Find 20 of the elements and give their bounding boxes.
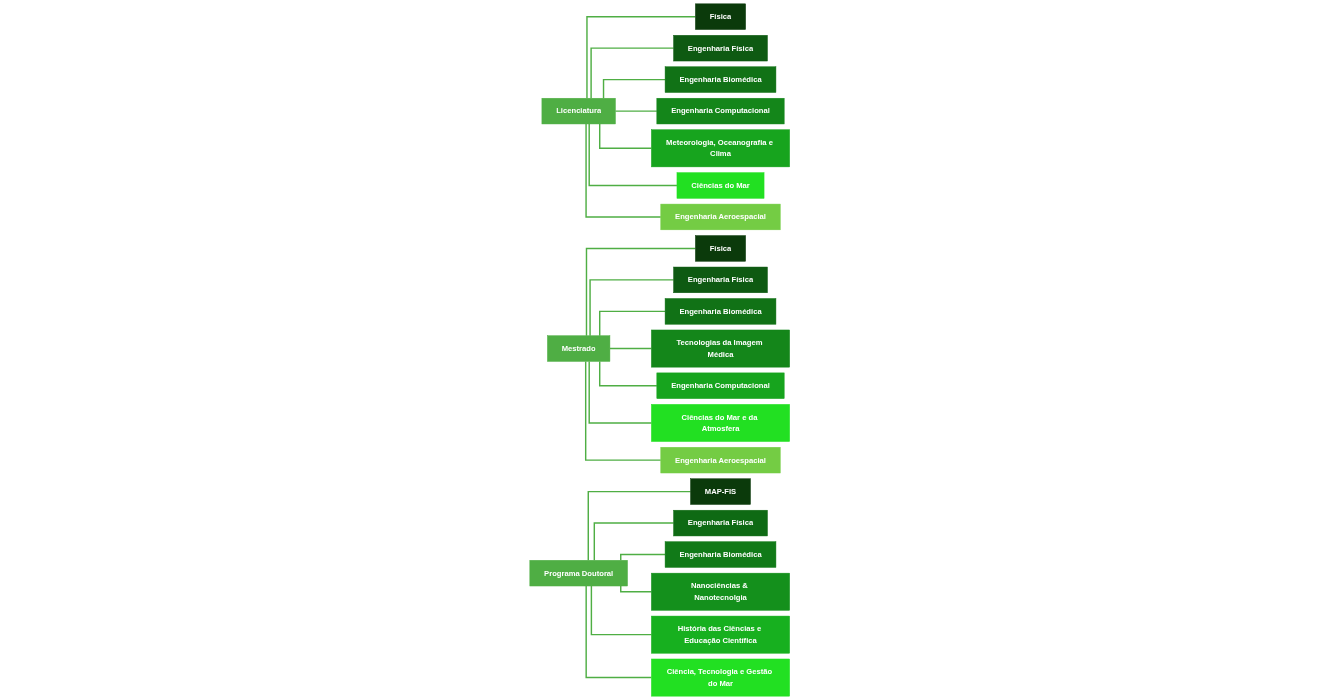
connector (590, 585, 652, 636)
connector (602, 78, 666, 99)
connector (614, 110, 658, 112)
connector (609, 347, 652, 350)
connector (587, 490, 691, 561)
connector (586, 15, 696, 99)
connector (584, 360, 662, 461)
connector (585, 247, 696, 337)
connector (598, 310, 666, 337)
connector (598, 360, 658, 387)
connector (590, 47, 675, 99)
connector (598, 123, 652, 149)
connector (593, 522, 675, 561)
connector (588, 360, 652, 424)
connector (589, 279, 675, 337)
connector (619, 553, 666, 561)
connector (585, 585, 652, 679)
connector (585, 123, 662, 218)
connector (619, 585, 652, 593)
connector (588, 123, 678, 187)
